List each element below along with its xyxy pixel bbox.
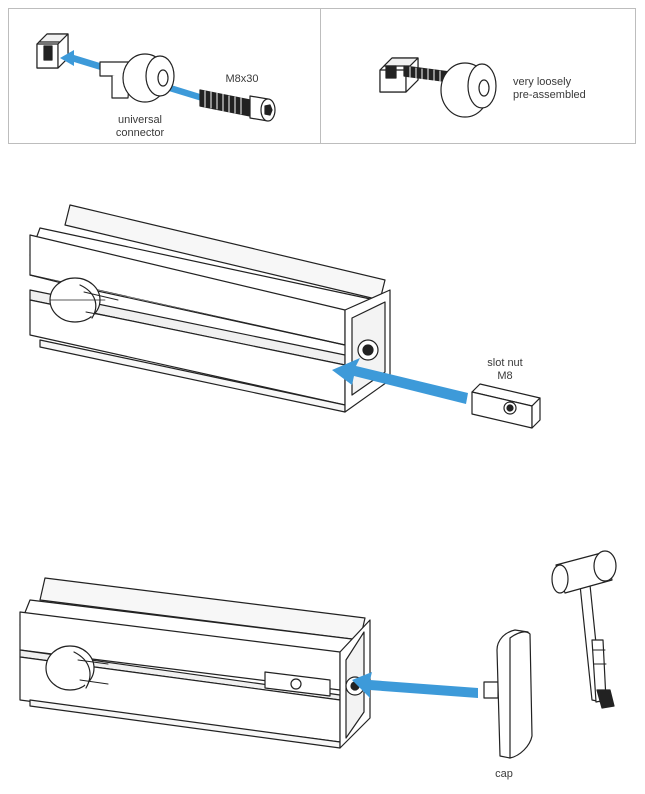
slot-nut-label-line1: slot nut: [487, 357, 523, 369]
mallet: [551, 550, 617, 709]
insert-arrow-3: [352, 672, 478, 698]
slot-nut-label: slot nut M8: [480, 357, 530, 383]
preassembled-label-line2: pre-assembled: [513, 89, 586, 101]
universal-connector-label-line2: connector: [115, 127, 165, 139]
preassembled-label-line1: very loosely: [513, 76, 572, 88]
cap-label: cap: [495, 768, 513, 780]
universal-connector: [99, 53, 175, 103]
step-2-preassembled: [379, 57, 497, 118]
slot-nut-label-line2: M8: [497, 370, 513, 382]
universal-connector-label: universal connector: [110, 114, 170, 140]
preassembled-connector: [440, 62, 497, 118]
step-1-exploded-view: [36, 33, 276, 122]
aluminium-profile-2: [19, 577, 371, 749]
universal-connector-label-line1: universal: [117, 114, 163, 126]
insert-arrow-2: [332, 358, 468, 404]
screw-m8x30: [199, 89, 276, 122]
screw-label: M8x30: [225, 73, 259, 85]
aluminium-profile-1: [29, 204, 391, 413]
end-cap: [483, 629, 533, 759]
small-slot-nut: [36, 33, 69, 69]
slot-nut-m8: [471, 383, 541, 429]
preassembled-screw-thread: [403, 65, 451, 83]
preassembled-label: very loosely pre-assembled: [513, 76, 603, 102]
